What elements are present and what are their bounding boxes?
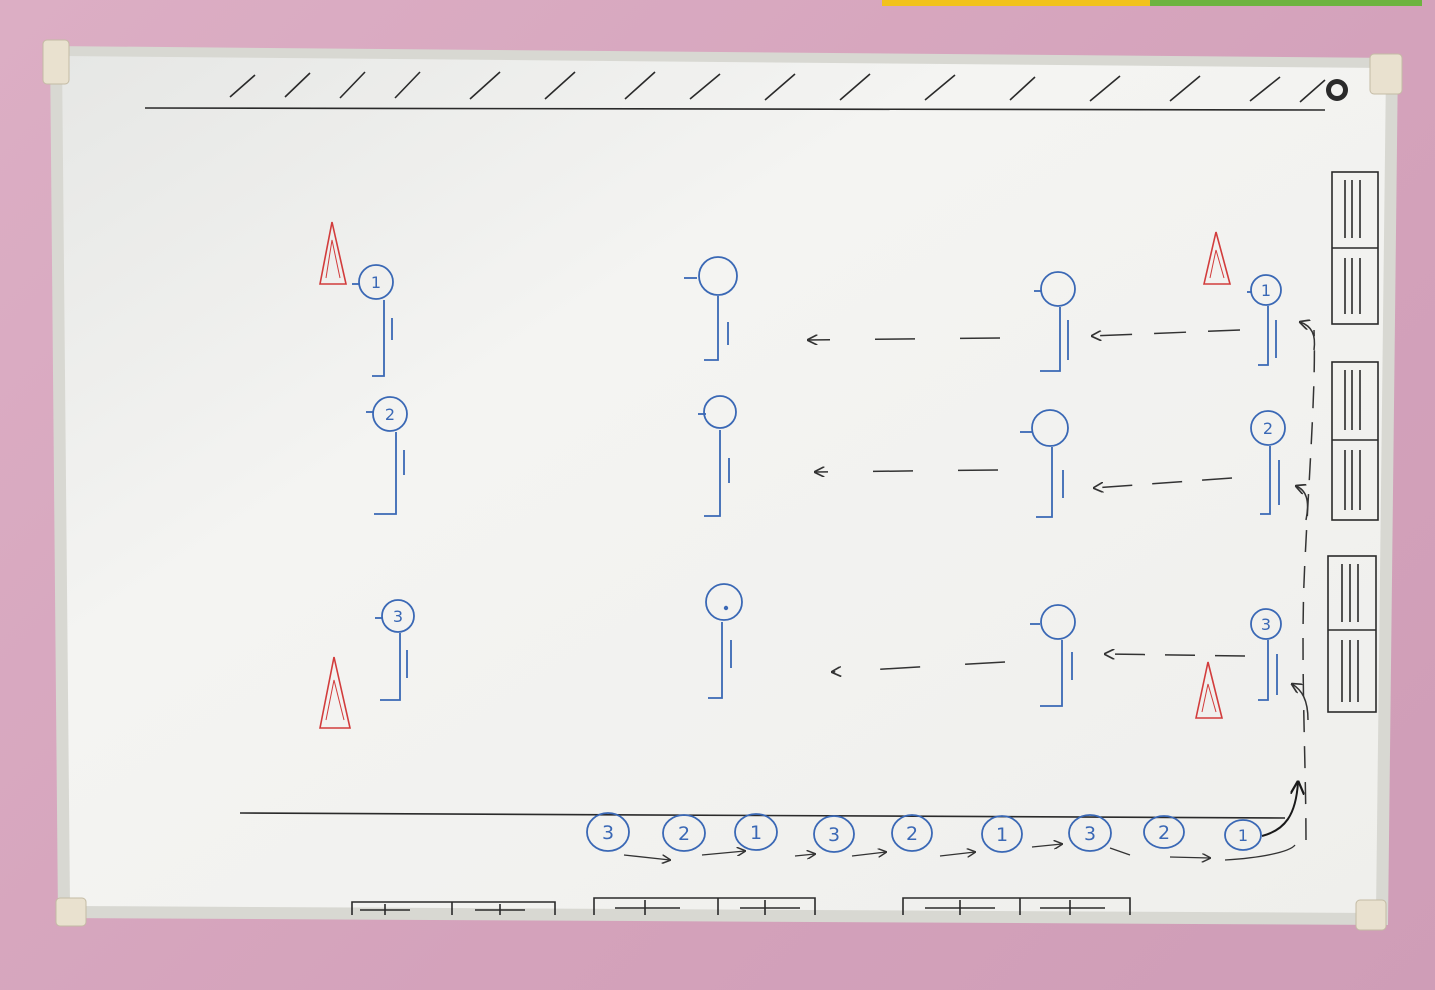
corner-cap-tr [1370, 54, 1402, 94]
queue-number: 3 [1084, 823, 1096, 845]
queue-number: 1 [996, 824, 1008, 846]
queue-number: 3 [828, 824, 840, 846]
board-surface [62, 56, 1386, 913]
player-number: 1 [1261, 281, 1271, 300]
player-number: 1 [371, 273, 381, 292]
player-number: 3 [1261, 615, 1271, 634]
queue-number: 2 [1158, 822, 1170, 844]
magnet-icon [1326, 79, 1348, 101]
queue-number: 2 [678, 823, 690, 845]
corner-cap-tl [43, 40, 69, 84]
player-number: 2 [1263, 419, 1273, 438]
corner-cap-bl [56, 898, 86, 926]
queue-number: 2 [906, 823, 918, 845]
queue-number: 1 [750, 822, 762, 844]
queue-number: 3 [602, 822, 614, 844]
queue-number: 1 [1238, 826, 1248, 845]
player-number: 3 [393, 607, 403, 626]
player-number: 2 [385, 405, 395, 424]
corner-cap-br [1356, 900, 1386, 930]
